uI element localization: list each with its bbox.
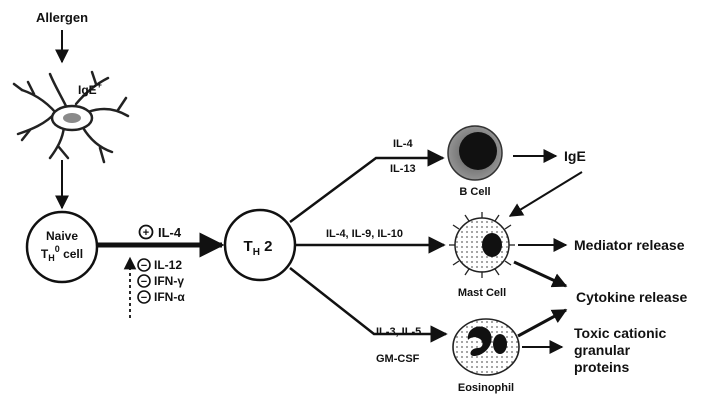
- mediator-release-label: Mediator release: [574, 237, 685, 253]
- mast-cell: [449, 212, 515, 278]
- ige-plus-label: IgE+: [78, 80, 102, 97]
- th2-to-bcell-arrow: [289, 149, 445, 224]
- ige-plus-text: IgE: [78, 83, 97, 97]
- naive-sup: 0: [55, 244, 60, 254]
- minus-circle-icon: [137, 258, 151, 272]
- allergen-label: Allergen: [36, 10, 88, 25]
- upper-branch-line1: IL-4: [393, 138, 413, 150]
- minus-symbol: −: [141, 260, 147, 272]
- th2-to-eosinophil-arrow: [289, 267, 448, 343]
- toxic-line2: granular: [574, 342, 631, 358]
- plus-symbol: +: [143, 227, 149, 239]
- inhibitor-label: IFN-α: [154, 290, 185, 304]
- eosinophil: [452, 318, 520, 376]
- il4-plus-label: IL-4: [158, 225, 182, 240]
- minus-circle-icon: [137, 274, 151, 288]
- b-cell-nucleus: [459, 132, 497, 170]
- ige-output-label: IgE: [564, 148, 586, 164]
- dendritic-cell-nucleus: [63, 113, 81, 123]
- th2-cell: [223, 208, 297, 282]
- th2-sub: H: [253, 247, 260, 258]
- inhibitor-2: − IFN-γ: [137, 274, 184, 288]
- lower-branch-line2: GM-CSF: [376, 353, 420, 365]
- naive-t: T: [41, 247, 49, 261]
- eosinophil-to-cytokine-arrow: [517, 308, 568, 338]
- naive-tail: cell: [60, 247, 83, 261]
- naive-line1: Naive: [46, 229, 78, 243]
- ige-to-mastcell-arrow: [508, 171, 583, 217]
- upper-branch-line2: IL-13: [390, 163, 416, 175]
- inhibitor-label: IL-12: [154, 258, 182, 272]
- plus-circle-icon: [138, 224, 154, 240]
- inhibitor-3: − IFN-α: [137, 290, 185, 304]
- minus-circle-icon: [137, 290, 151, 304]
- cytokine-release-label: Cytokine release: [576, 289, 687, 305]
- b-cell-label: B Cell: [459, 186, 490, 198]
- middle-branch-label: IL-4, IL-9, IL-10: [326, 228, 403, 240]
- toxic-line3: proteins: [574, 359, 629, 375]
- th2-t: T: [244, 238, 253, 255]
- lower-branch-line1: IL-3, IL-5: [376, 326, 421, 338]
- naive-sub: H: [48, 253, 55, 263]
- naive-line2: TH0 cell: [41, 244, 83, 263]
- minus-symbol: −: [141, 292, 147, 304]
- inhibitor-label: IFN-γ: [154, 274, 184, 288]
- eosinophil-nucleus: [467, 326, 492, 356]
- inhibitor-1: − IL-12: [137, 258, 182, 272]
- th2-label: TH 2: [244, 238, 273, 258]
- naive-th0-cell: [25, 210, 99, 284]
- eosinophil-label: Eosinophil: [458, 382, 514, 394]
- ige-plus-sup: +: [97, 80, 102, 90]
- mastcell-to-cytokine-arrow: [513, 260, 568, 288]
- mast-cell-label: Mast Cell: [458, 287, 506, 299]
- toxic-line1: Toxic cationic: [574, 325, 667, 341]
- mast-cell-nucleus: [482, 233, 502, 257]
- th2-tail: 2: [260, 238, 273, 255]
- eosinophil-nucleus-lobe: [493, 334, 507, 354]
- minus-symbol: −: [141, 276, 147, 288]
